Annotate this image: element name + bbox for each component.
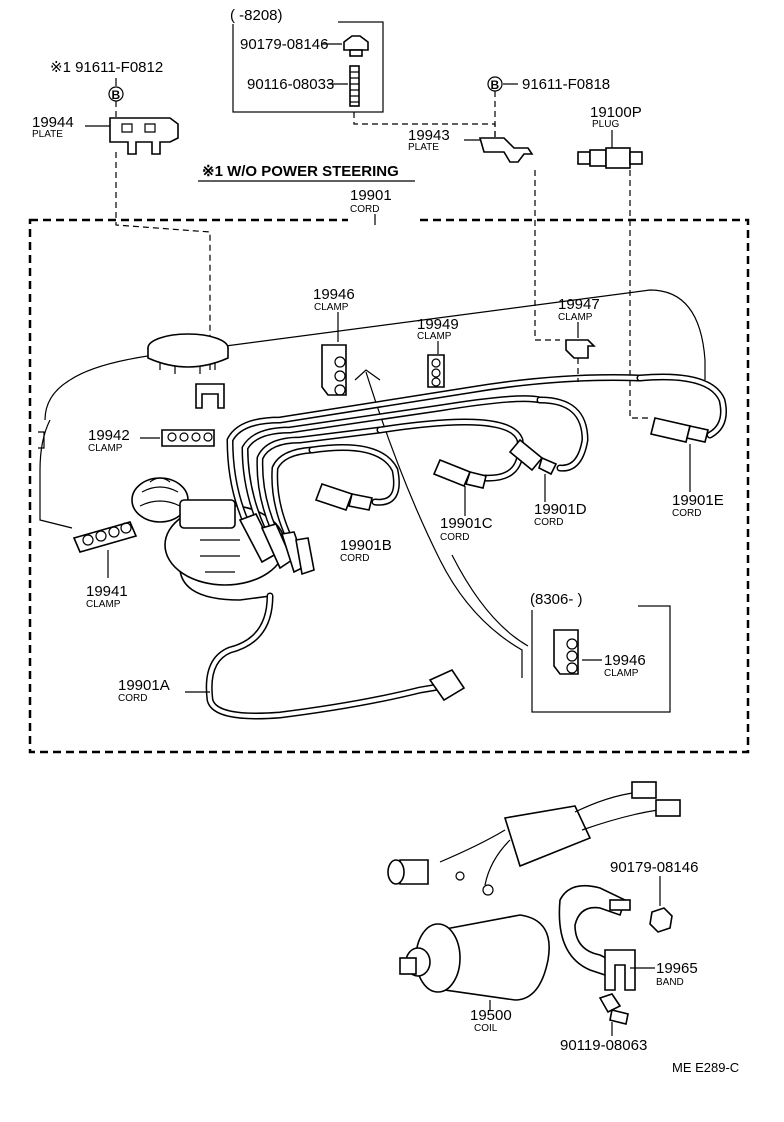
bolt-b-badge-left: B: [108, 86, 124, 102]
clamp-19947-name: CLAMP: [558, 312, 593, 323]
oil-filler-cap-icon: [147, 333, 229, 374]
drawing-code: ME E289-C: [672, 1060, 739, 1075]
clamp-19946-name: CLAMP: [314, 302, 349, 313]
clamp-19946-icon: [321, 344, 347, 396]
stud-icon: [349, 65, 360, 107]
cord-19901e-boot-icon: [650, 417, 709, 443]
cord-19901c-name: CORD: [440, 532, 469, 543]
distributor-boots-icon: [238, 512, 315, 576]
plate-19944-number: 19944: [32, 114, 74, 131]
plate-19943-icon: [478, 137, 534, 163]
cord-19901a-number: 19901A: [118, 677, 170, 694]
nut-90179-number: 90179-08146: [610, 859, 698, 876]
clamp-19941-icon: [72, 521, 138, 553]
bolt-91611-f0818-number: 91611-F0818: [522, 76, 610, 93]
top-range-label: ( -8208): [230, 7, 283, 24]
cord-19901b-number: 19901B: [340, 537, 392, 554]
svg-text:B: B: [491, 78, 500, 92]
cord-19901b-boot-icon: [314, 482, 373, 512]
clamp-19946-later-name: CLAMP: [604, 668, 639, 679]
cord-19901c-number: 19901C: [440, 515, 493, 532]
spark-plug-icon: [577, 147, 643, 169]
clamp-19949-name: CLAMP: [417, 331, 452, 342]
ignition-coil-icon: [399, 914, 550, 1001]
cord-19901d-boot-icon: [508, 438, 558, 476]
band-19965-name: BAND: [656, 977, 684, 988]
cord-19901e-name: CORD: [672, 508, 701, 519]
cord-19901b-name: CORD: [340, 553, 369, 564]
stud-part-number: 90116-08033: [247, 76, 334, 93]
cord-19901-name: CORD: [350, 204, 379, 215]
clamp-19946-number: 19946: [313, 286, 355, 303]
clamp-19949-icon: [427, 354, 445, 388]
clamp-19942-icon: [161, 429, 215, 447]
clamp-19947-icon: [565, 339, 596, 359]
plate-19943-name: PLATE: [408, 142, 439, 153]
band-19965-number: 19965: [656, 960, 698, 977]
cord-19901c-boot-icon: [432, 458, 487, 489]
bolt-part-number: 90179-08146: [240, 36, 328, 53]
sensor-90119-icon: [598, 993, 629, 1025]
bolt-b-badge-right: B: [487, 76, 503, 92]
clamp-19942-number: 19942: [88, 427, 130, 444]
mid-range-box: (8306- ) 19946 CLAMP: [528, 590, 671, 713]
bolt-91611-f0812-number: ※1 91611-F0812: [50, 59, 163, 76]
clamp-19942-name: CLAMP: [88, 443, 123, 454]
svg-text:B: B: [112, 88, 121, 102]
cord-19901e-number: 19901E: [672, 492, 724, 509]
plug-19100p-number: 19100P: [590, 104, 642, 121]
clamp-19941-number: 19941: [86, 583, 128, 600]
mid-range-label: (8306- ): [530, 591, 583, 608]
clamp-19949-number: 19949: [417, 316, 459, 333]
bolt-icon: [343, 35, 369, 57]
main-assembly-frame: [28, 206, 750, 754]
cord-19901d-name: CORD: [534, 517, 563, 528]
plate-19944-icon: [109, 117, 179, 155]
cord-19901a-name: CORD: [118, 693, 147, 704]
ignition-cords: [205, 373, 727, 720]
clamp-19941-name: CLAMP: [86, 599, 121, 610]
resistor-harness-icon: [387, 781, 681, 896]
plate-19944-name: PLATE: [32, 129, 63, 140]
plug-19100p-name: PLUG: [592, 119, 619, 130]
clamp-19947-number: 19947: [558, 296, 600, 313]
coil-19500-number: 19500: [470, 1007, 512, 1024]
sensor-90119-number: 90119-08063: [560, 1037, 647, 1054]
cord-19901d-number: 19901D: [534, 501, 587, 518]
note-wo-power-steering: ※1 W/O POWER STEERING: [202, 163, 399, 180]
cord-19901a-boot-icon: [428, 668, 466, 702]
coil-19500-name: COIL: [474, 1023, 498, 1034]
clamp-19946-later-icon: [553, 629, 579, 675]
top-range-box: ( -8208) 90179-08146 90116-08033: [228, 7, 384, 113]
plate-19943-number: 19943: [408, 127, 450, 144]
cord-19901-number: 19901: [350, 187, 392, 204]
bracket-icon: [195, 383, 225, 409]
band-19965-icon: [558, 884, 636, 991]
clamp-19946-later-number: 19946: [604, 652, 646, 669]
nut-90179-icon: [649, 907, 673, 933]
